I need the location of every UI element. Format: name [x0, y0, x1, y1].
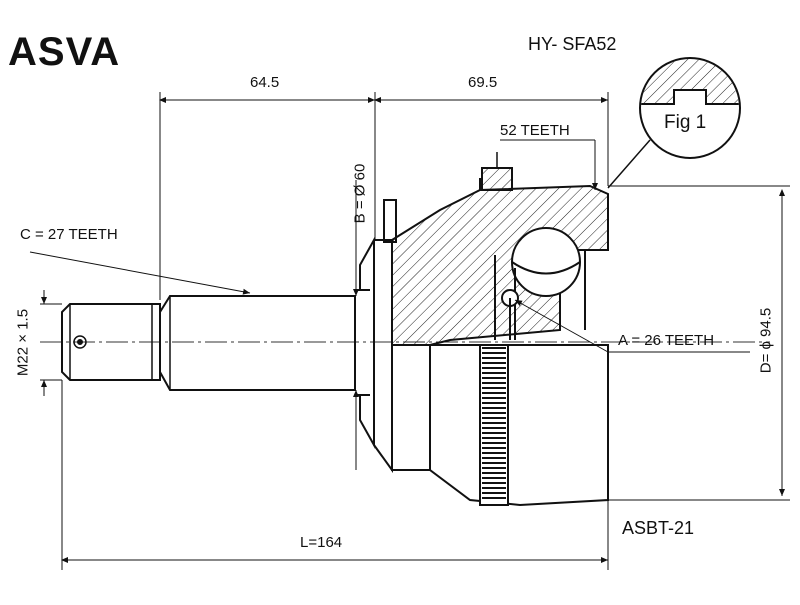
d-diameter-label: D= ϕ 94.5: [757, 307, 775, 374]
dimension-lines: [29, 92, 790, 570]
inner-spline-label: A = 26 TEETH: [618, 332, 715, 349]
b-diameter-label: B = Ø 60: [351, 163, 369, 224]
abs-ring: [479, 344, 509, 506]
part-number: HY- SFA52: [528, 34, 617, 54]
total-length-label: L=164: [300, 534, 343, 551]
brand-logo: ASVA: [8, 30, 121, 74]
model-code: ASBT-21: [622, 518, 695, 538]
thread-label: M22 × 1.5: [14, 308, 32, 377]
inner-race: [494, 227, 586, 340]
threaded-stub: [61, 303, 161, 381]
dim-left-length: 64.5: [250, 74, 280, 91]
fig1-label: Fig 1: [664, 112, 707, 133]
fig1-detail: [607, 57, 741, 189]
dim-right-length: 69.5: [468, 74, 498, 91]
abs-teeth-label: 52 TEETH: [500, 122, 570, 139]
outer-spline-label: C = 27 TEETH: [20, 226, 118, 243]
